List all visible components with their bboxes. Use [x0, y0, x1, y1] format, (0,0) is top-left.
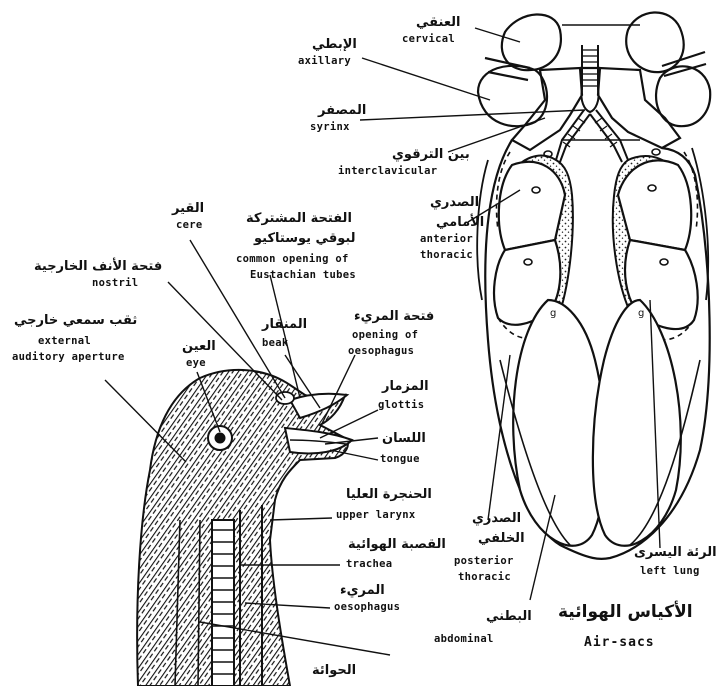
left-lung-label-ar: الرئة اليسرى: [634, 546, 717, 559]
anterior-thoracic-label-ar1: الصدري: [430, 196, 479, 209]
nostril-label-ar: فتحة الأنف الخارجية: [34, 260, 162, 273]
tongue-label-en: tongue: [380, 454, 420, 465]
interclavicular-label-en: interclavicular: [338, 166, 437, 177]
anterior-thoracic-right: [618, 160, 691, 250]
anterior-thoracic-label-ar2: الأمامي: [436, 216, 484, 229]
cervical-sac-right: [626, 12, 683, 72]
head-neck-silhouette: [137, 370, 348, 686]
diagram-title-en: Air-sacs: [584, 636, 655, 649]
eye-label-ar: العين: [182, 340, 216, 353]
syrinx-label-ar: المصفر: [318, 104, 366, 117]
axillary-label-en: axillary: [298, 56, 351, 67]
syrinx-diagram: [581, 90, 598, 112]
diagram-title-ar: الأكياس الهوائية: [558, 604, 693, 621]
auditory-label-en1: external: [38, 336, 91, 347]
abdominal-label-ar: البطني: [486, 610, 532, 623]
svg-text:g: g: [638, 308, 644, 319]
anterior-thoracic-label-en2: thoracic: [420, 250, 473, 261]
oesophagus-label-ar: المريء: [340, 584, 385, 597]
posterior-thoracic-label-ar1: الصدري: [472, 512, 521, 525]
cervical-sac-left: [502, 14, 561, 70]
bottom-partial-label-ar: الحوائة: [312, 664, 356, 677]
eustachian-label-ar2: لبوقي يوستاكيو: [254, 232, 356, 245]
anterior-thoracic-label-en1: anterior: [420, 234, 473, 245]
glottis-label-en: glottis: [378, 400, 424, 411]
trachea-label-ar: القصبة الهوائية: [348, 538, 446, 551]
cere-label-en: cere: [176, 220, 203, 231]
left-lung-label-en: left lung: [640, 566, 700, 577]
cere-label-ar: القير: [172, 202, 204, 215]
glottis-label-ar: المزمار: [382, 380, 429, 393]
bird-head: [137, 370, 352, 686]
abdominal-sac-left: [513, 300, 606, 546]
eustachian-label-ar1: الفتحة المشتركة: [246, 212, 352, 225]
posterior-thoracic-label-en2: thoracic: [458, 572, 511, 583]
cervical-label-en: cervical: [402, 34, 455, 45]
oesophagus-opening-label-en1: opening of: [352, 330, 418, 341]
oesophagus-label-en: oesophagus: [334, 602, 400, 613]
eustachian-label-en1: common opening of: [236, 254, 349, 265]
anterior-thoracic-left: [499, 162, 565, 250]
nostril-label-en: nostril: [92, 278, 138, 289]
upper-larynx-label-en: upper larynx: [336, 510, 415, 521]
tongue-label-ar: اللسان: [382, 432, 426, 445]
svg-text:g: g: [550, 308, 556, 319]
interclavicular-label-ar: بين الترقوي: [392, 148, 470, 161]
air-sac-system: g g: [477, 12, 710, 558]
eye-label-en: eye: [186, 358, 206, 369]
eustachian-label-en2: Eustachian tubes: [250, 270, 356, 281]
beak-label-ar: المنقار: [262, 318, 307, 331]
oesophagus-opening-label-ar: فتحة المريء: [354, 310, 434, 323]
posterior-thoracic-label-ar2: الخلفي: [478, 532, 525, 545]
beak-label-en: beak: [262, 338, 289, 349]
abdominal-label-en: abdominal: [434, 634, 494, 645]
trachea-label-en: trachea: [346, 559, 392, 570]
axillary-sac-left: [478, 66, 547, 126]
auditory-label-en2: auditory aperture: [12, 352, 125, 363]
oesophagus-opening-label-en2: oesophagus: [348, 346, 414, 357]
syrinx-label-en: syrinx: [310, 122, 350, 133]
posterior-thoracic-label-en1: posterior: [454, 556, 514, 567]
cervical-label-ar: العنقي: [416, 16, 461, 29]
auditory-label-ar: ثقب سمعي خارجي: [14, 314, 137, 327]
axillary-label-ar: الإبطي: [312, 38, 357, 51]
abdominal-sac-right: [593, 300, 681, 546]
upper-larynx-label-ar: الحنجرة العليا: [346, 488, 432, 501]
trachea-neck: [212, 520, 234, 686]
